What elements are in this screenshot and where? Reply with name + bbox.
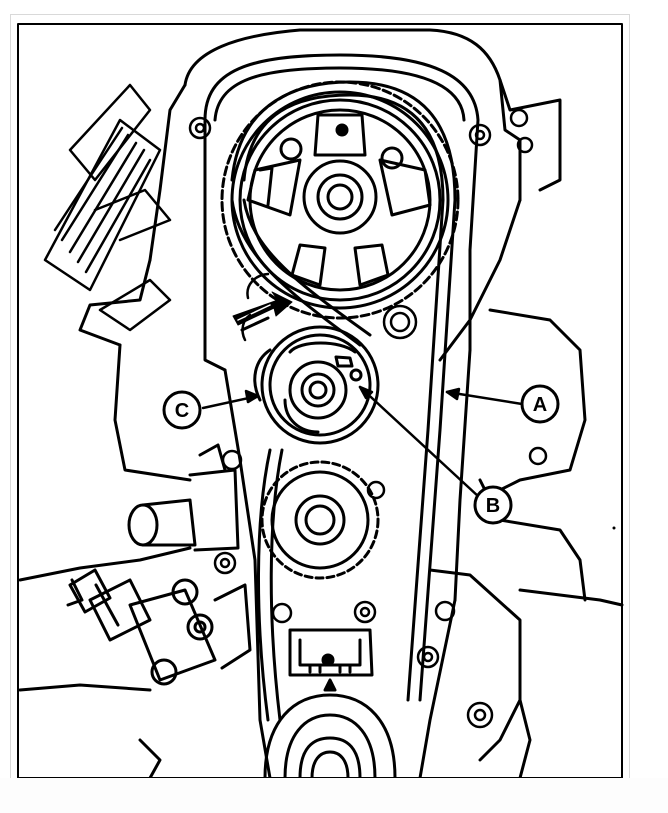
callout-a: A <box>520 384 560 424</box>
intermediate-sprocket <box>260 460 380 580</box>
rotation-arrow <box>232 272 293 342</box>
callout-leaders <box>201 385 524 499</box>
tensioner-pulley <box>260 325 380 445</box>
water-outlet <box>127 443 240 552</box>
callout-c: C <box>162 390 202 430</box>
bottom-strip <box>0 778 668 813</box>
timing-cover <box>203 53 480 780</box>
sensor-assembly <box>66 568 252 686</box>
callout-b: B <box>473 485 513 525</box>
callout-a-label: A <box>533 394 547 416</box>
timing-belt <box>230 80 457 722</box>
callout-c-label: C <box>175 400 189 422</box>
left-manifold <box>43 83 172 332</box>
stray-dot <box>612 526 616 530</box>
crankshaft-pulley <box>263 628 397 780</box>
callout-b-label: B <box>486 495 500 517</box>
